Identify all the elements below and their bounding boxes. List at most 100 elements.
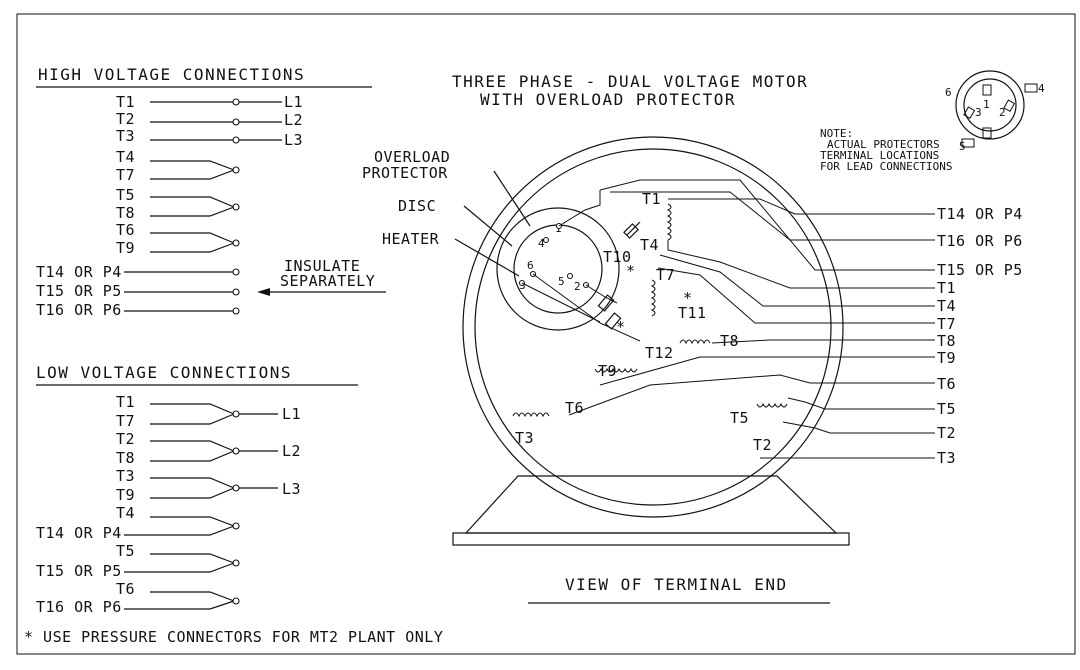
protector-outer-circle (496, 207, 620, 331)
svg-text:5: 5 (959, 140, 966, 153)
right-lead-t7: T7 (937, 315, 956, 333)
motor-housing-inner (474, 148, 832, 506)
lead-out-t15 (599, 179, 935, 271)
pressure-connector (604, 312, 622, 330)
disc-pointer (463, 205, 513, 247)
hv-label-l1: L1 (284, 93, 303, 111)
right-lead-t16: T16 OR P6 (937, 232, 1023, 250)
coil-t7 (650, 279, 656, 317)
right-lead-t14: T14 OR P4 (937, 205, 1023, 223)
coil-t5-t2 (756, 402, 788, 408)
hv-label-t1: T1 (116, 93, 135, 111)
lv-connector (232, 559, 240, 567)
lead-out-t16 (610, 191, 935, 241)
coil-t1-t4 (666, 203, 672, 241)
lead-out-t4 (659, 254, 935, 307)
hv-label-t14: T14 OR P4 (36, 263, 122, 281)
star-mark: * (626, 262, 636, 280)
lv-wire-t8 (150, 450, 235, 462)
overload-label-2: PROTECTOR (362, 164, 448, 182)
hv-label-t4: T4 (116, 148, 135, 166)
lv-connector (232, 522, 240, 530)
hv-wire-t8 (150, 206, 235, 217)
right-lead-t2: T2 (937, 424, 956, 442)
hv-wire-t6 (150, 232, 235, 244)
hv-connector (232, 239, 240, 247)
winding-label-t5: T5 (730, 409, 749, 427)
hv-label-t5: T5 (116, 186, 135, 204)
lv-wire-t1 (150, 403, 235, 415)
svg-text:1: 1 (983, 98, 990, 111)
hv-wire-t4 (150, 160, 235, 171)
right-lead-t6: T6 (937, 375, 956, 393)
winding-label-t1: T1 (642, 190, 661, 208)
lv-label-t3: T3 (116, 467, 135, 485)
low-voltage-section: LOW VOLTAGE CONNECTIONS T1 T7 L1 T2 T8 L… (36, 363, 358, 616)
motor-title-line1: THREE PHASE - DUAL VOLTAGE MOTOR (452, 72, 808, 91)
insulate-label-line2: SEPARATELY (280, 272, 375, 290)
motor-title-line2: WITH OVERLOAD PROTECTOR (480, 90, 736, 109)
lead-out-t14 (668, 198, 935, 215)
hv-label-t8: T8 (116, 204, 135, 222)
lv-wire-t4 (150, 516, 235, 527)
lead-out-t2 (782, 421, 935, 434)
svg-text:2: 2 (999, 106, 1006, 119)
motor-section: THREE PHASE - DUAL VOLTAGE MOTOR WITH OV… (362, 70, 1045, 604)
winding-label-t9: T9 (598, 362, 617, 380)
low-voltage-title: LOW VOLTAGE CONNECTIONS (36, 363, 292, 382)
overload-label-1: OVERLOAD (374, 148, 450, 166)
svg-text:4: 4 (1038, 82, 1045, 95)
hv-connector (232, 203, 240, 211)
hv-label-t2: T2 (116, 110, 135, 128)
hv-label-l3: L3 (284, 131, 303, 149)
heater-pointer (454, 238, 520, 277)
pressure-connector (597, 294, 615, 312)
winding-label-t12: T12 (645, 344, 674, 362)
lv-wire-t16 (124, 600, 235, 610)
lead-heater (521, 282, 601, 323)
disc-label: DISC (398, 197, 436, 215)
hv-label-t16: T16 OR P6 (36, 301, 122, 319)
lv-connector (232, 410, 240, 418)
lead-out-t5 (787, 397, 935, 410)
hv-connector (232, 166, 240, 174)
lv-label-t16: T16 OR P6 (36, 598, 122, 616)
winding-label-t4: T4 (640, 236, 659, 254)
motor-base-plate (452, 532, 850, 546)
lv-label-t7: T7 (116, 412, 135, 430)
star-mark-2: * (616, 318, 626, 336)
frame-border (16, 13, 1076, 655)
lv-label-t6: T6 (116, 580, 135, 598)
note-line2: ACTUAL PROTECTORS (827, 138, 940, 151)
heater-label: HEATER (382, 230, 440, 248)
protector-terminal-5: 5 (558, 275, 565, 288)
protector-terminal-6: 6 (527, 259, 534, 272)
lv-label-t4: T4 (116, 504, 135, 522)
hv-wire-t7 (150, 169, 235, 180)
protector-terminal-2: 2 (574, 280, 581, 293)
lead-out-t6 (568, 374, 935, 416)
lv-label-l2: L2 (282, 442, 301, 460)
note-line4: FOR LEAD CONNECTIONS (820, 160, 952, 173)
protector-pointer (493, 170, 531, 227)
right-lead-t5: T5 (937, 400, 956, 418)
hv-insulated-end (232, 307, 240, 315)
lv-wire-t15 (124, 562, 235, 573)
lead-out-t8 (711, 339, 935, 344)
hv-label-t6: T6 (116, 221, 135, 239)
right-lead-t4: T4 (937, 297, 956, 315)
lv-label-t15: T15 OR P5 (36, 562, 122, 580)
terminal-dot (566, 272, 574, 280)
winding-label-t10: T10 (603, 248, 632, 266)
right-lead-t1: T1 (937, 279, 956, 297)
lead-to-t11 (585, 284, 618, 304)
lv-label-l3: L3 (282, 480, 301, 498)
hv-wire-t9 (150, 242, 235, 253)
lv-label-t5: T5 (116, 542, 135, 560)
hv-connector (232, 98, 240, 106)
coil-t8 (679, 339, 711, 345)
lv-wire-t5 (150, 553, 235, 564)
hv-label-t7: T7 (116, 166, 135, 184)
connector-t10 (626, 221, 641, 236)
